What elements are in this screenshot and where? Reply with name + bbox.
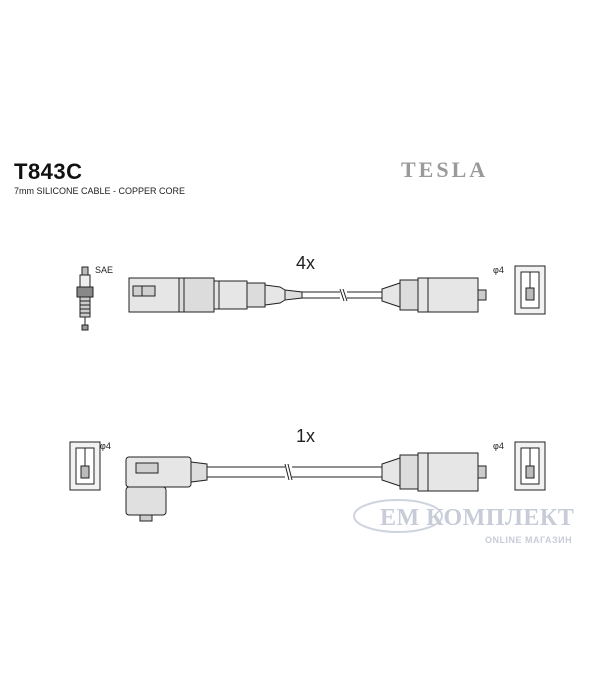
watermark-logo-icon (353, 499, 443, 533)
plug-type-label: SAE (95, 265, 114, 275)
terminal-detail-icon (69, 441, 101, 491)
cable-line (302, 288, 382, 302)
cable-description: 7mm SILICONE CABLE - COPPER CORE (14, 186, 186, 196)
coil-connector-boot (128, 277, 303, 313)
watermark-title: ЕМ КОМПЛЕКТ (380, 505, 575, 531)
spark-plug-boot (381, 277, 487, 313)
cable-line (207, 463, 382, 481)
terminal-diameter-label: φ4 (493, 441, 504, 451)
spark-plug-boot (381, 452, 487, 492)
quantity-label: 1x (296, 426, 316, 446)
terminal-diameter-label: φ4 (100, 441, 111, 451)
spark-plug-icon (76, 266, 94, 331)
terminal-detail-icon (514, 441, 546, 491)
part-number: T843C (14, 159, 83, 184)
terminal-diameter-label: φ4 (493, 265, 504, 275)
terminal-detail-icon (514, 265, 546, 315)
quantity-label: 4x (296, 253, 316, 273)
watermark-subtitle: ONLINE МАГАЗИН (485, 535, 573, 545)
brand-logo: TESLA (401, 157, 489, 182)
angled-distributor-boot (125, 456, 208, 522)
